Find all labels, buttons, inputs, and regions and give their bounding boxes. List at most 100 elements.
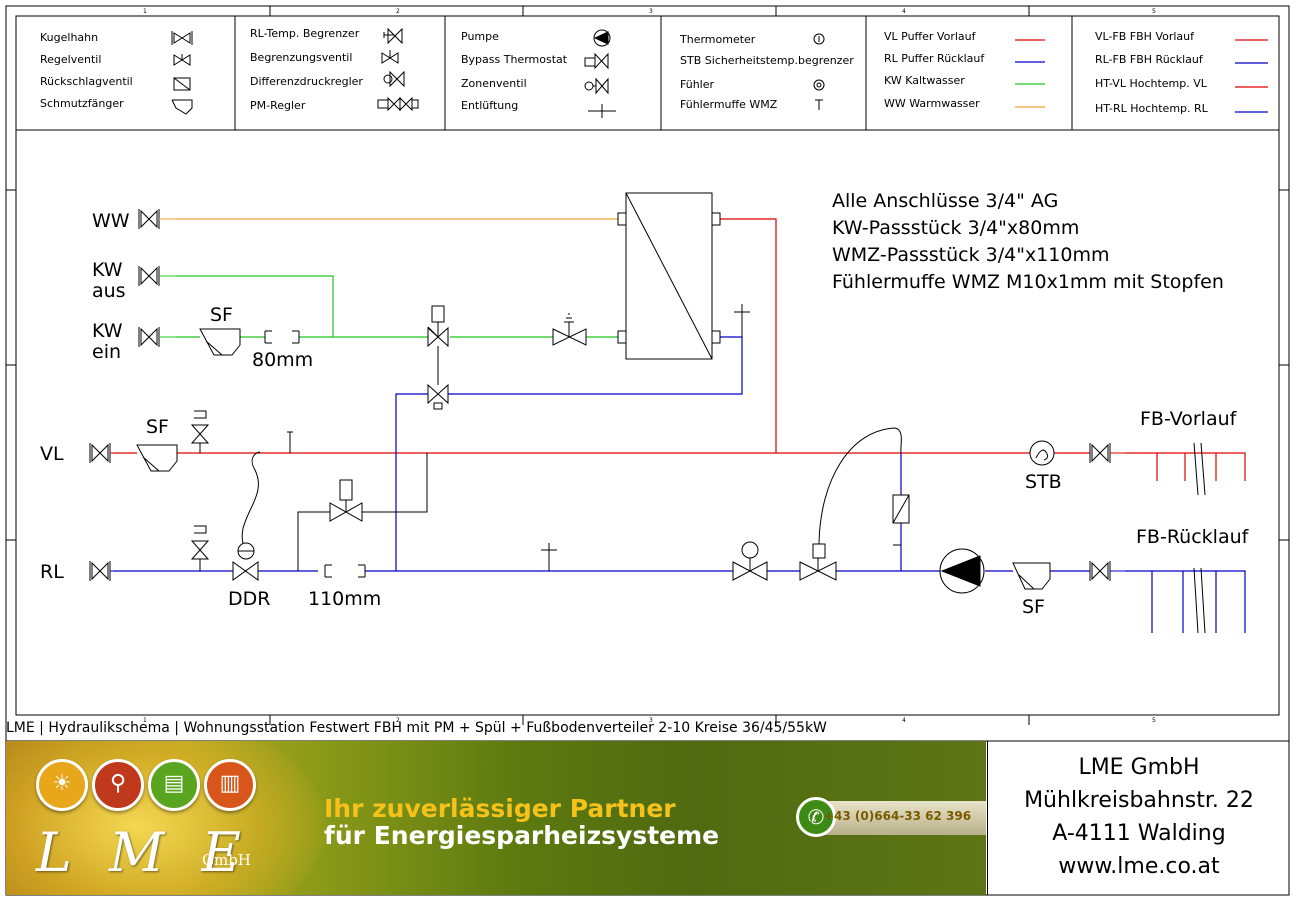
return-temp-limiter-icon <box>383 27 403 45</box>
label-vl: VL <box>40 443 64 465</box>
frame-number: 3 <box>649 8 653 15</box>
legend-label: VL Puffer Vorlauf <box>884 30 977 43</box>
label-kw-ein: ein <box>92 341 121 363</box>
legend-label: HT-RL Hochtemp. RL <box>1095 102 1209 115</box>
ball-valve-kw-aus-icon <box>138 266 160 286</box>
schematic-labels: WW KW aus KW ein SF 80mm VL SF RL DDR 11… <box>40 210 1250 618</box>
label-stb: STB <box>1025 471 1062 493</box>
pipe-fb-ruecklauf <box>1125 570 1246 633</box>
company-name: LME GmbH <box>1078 755 1200 780</box>
company-address: LME GmbH Mühlkreisbahnstr. 22 A-4111 Wal… <box>987 741 1290 895</box>
legend-label: Differenzdruckregler <box>250 75 363 88</box>
frame-number: 1 <box>143 717 147 724</box>
note-line: Alle Anschlüsse 3/4" AG <box>832 190 1058 212</box>
label-80mm: 80mm <box>252 349 313 371</box>
label-fb-vorlauf: FB-Vorlauf <box>1140 408 1238 430</box>
ball-valve-kw-ein-icon <box>138 327 160 347</box>
label-rl: RL <box>40 561 64 583</box>
flush-valve-vl-icon <box>190 410 210 444</box>
ball-valve-icon <box>171 31 193 45</box>
thermometer-icon <box>813 33 825 45</box>
company-city: A-4111 Walding <box>1052 821 1226 846</box>
mixing-valve-kw-icon <box>427 322 449 348</box>
company-street: Mühlkreisbahnstr. 22 <box>1024 788 1254 813</box>
frame-number: 1 <box>143 8 147 15</box>
legend-label: HT-VL Hochtemp. VL <box>1095 77 1208 90</box>
note-line: WMZ-Passstück 3/4"x110mm <box>832 244 1110 266</box>
pm-valve-icon <box>329 500 363 522</box>
sensor-sleeve-vl <box>287 431 293 453</box>
pipe-fb-vorlauf <box>1125 452 1246 481</box>
phone-icon: ✆ <box>796 797 836 837</box>
legend-label: Rückschlagventil <box>40 75 133 88</box>
frame-number: 5 <box>1152 717 1156 724</box>
check-valve-icon <box>173 77 191 91</box>
mixing-valve-blue-icon <box>427 383 449 405</box>
vent-rl <box>541 543 557 571</box>
company-web[interactable]: www.lme.co.at <box>1058 854 1220 879</box>
phone-box <box>806 801 986 835</box>
ball-valve-fb-rl-icon <box>1089 561 1111 581</box>
strainer-rl-icon <box>1012 562 1051 590</box>
slogan-line-2: für Energiesparheizsysteme <box>324 821 720 850</box>
actuator-kw-icon <box>431 305 445 323</box>
company-banner: ☀ ⚲ ▤ ▥ L M E GmbH Ihr zuverlässiger Par… <box>6 741 986 895</box>
drawing-frame <box>15 15 1280 716</box>
legend-label: RL-Temp. Begrenzer <box>250 27 360 40</box>
frame-number: 3 <box>649 717 653 724</box>
pipe-hx-red <box>712 218 777 453</box>
ddr-capillary <box>241 451 260 553</box>
faucet-icon: ⚲ <box>92 759 144 811</box>
legend-label: PM-Regler <box>250 99 306 112</box>
heater-icon: ▥ <box>204 759 256 811</box>
legend-label: Begrenzungsventil <box>250 51 352 64</box>
thermostat-head-icon <box>741 541 759 559</box>
strainer-vl-icon <box>136 444 178 472</box>
zone-valve-icon <box>584 77 609 95</box>
legend-label: Zonenventil <box>461 77 527 90</box>
frame-numbers-top: 1 2 3 4 5 1 2 3 4 5 <box>143 8 1156 724</box>
ball-valve-fb-vl-icon <box>1089 443 1111 463</box>
limit-valve-icon <box>381 50 399 64</box>
frame-number: 2 <box>396 8 400 15</box>
legend: Kugelhahn Regelventil Rückschlagventil S… <box>16 16 1279 131</box>
legend-label: Pumpe <box>461 30 499 43</box>
zone-valve-actuator-icon <box>812 543 826 559</box>
break-mark <box>1193 567 1199 634</box>
legend-label: KW Kaltwasser <box>884 74 965 87</box>
frame-number: 2 <box>396 717 400 724</box>
zone-valve-rl-icon <box>799 558 837 581</box>
limit-valve-kw-icon <box>552 322 587 346</box>
legend-label: RL Puffer Rücklauf <box>884 52 985 65</box>
bypass-thermostat-icon <box>584 52 609 70</box>
ball-valve-rl-icon <box>89 561 111 581</box>
label-kw-ein: KW <box>92 320 123 342</box>
logo-subtext: GmbH <box>202 851 251 869</box>
fitting-110mm-icon <box>324 564 366 578</box>
strainer-icon <box>171 99 193 115</box>
ddr-valve-icon <box>232 561 259 581</box>
notes: Alle Anschlüsse 3/4" AG KW-Passstück 3/4… <box>832 190 1224 293</box>
label-110mm: 110mm <box>308 588 381 610</box>
legend-label: VL-FB FBH Vorlauf <box>1095 30 1195 43</box>
frame-number: 4 <box>902 717 906 724</box>
label-sf-rl: SF <box>1022 596 1045 618</box>
legend-label: Bypass Thermostat <box>461 53 568 66</box>
legend-label: Regelventil <box>40 53 101 66</box>
sensor-sleeve-icon <box>815 99 823 110</box>
logo-text: L M E <box>36 821 251 884</box>
legend-label: Entlüftung <box>461 99 518 112</box>
differential-pressure-regulator-icon <box>383 70 405 88</box>
outer-frame <box>5 5 1290 896</box>
vent-icon <box>588 104 616 118</box>
legend-label: STB Sicherheitstemp.begrenzer <box>680 54 854 67</box>
label-kw-aus: KW <box>92 259 123 281</box>
legend-label: Kugelhahn <box>40 31 98 44</box>
pm-capillary <box>818 427 902 545</box>
label-ww: WW <box>92 210 130 232</box>
strainer-kw-icon <box>199 328 241 356</box>
valve-bottom-icon <box>433 402 443 410</box>
ball-valve-ww-icon <box>138 209 160 229</box>
